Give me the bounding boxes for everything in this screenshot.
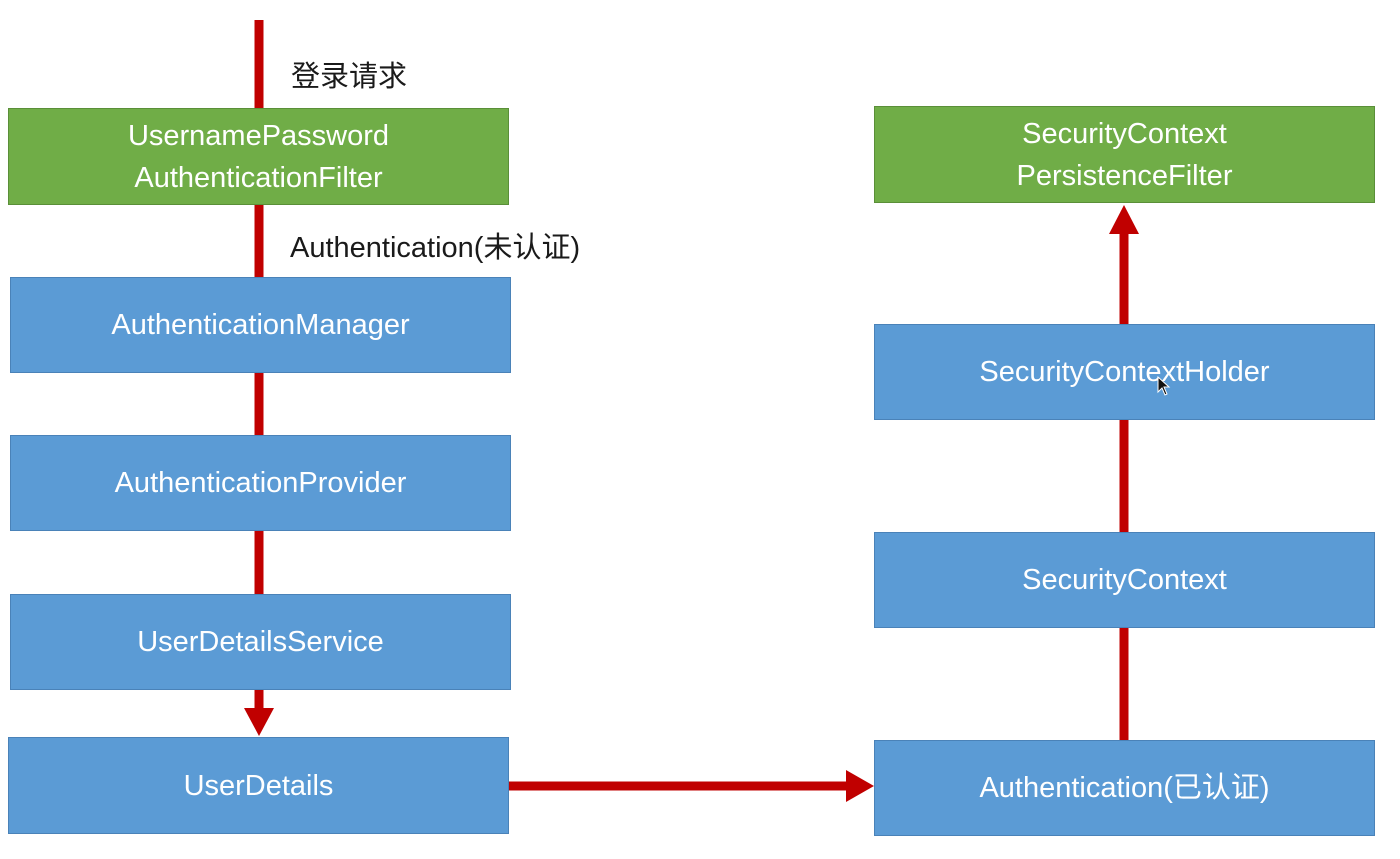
login-request-label: 登录请求 <box>291 61 408 93</box>
user-details-service-box: UserDetailsService <box>10 594 511 690</box>
security-context-persistence-filter-box: SecurityContext PersistenceFilter <box>874 106 1375 203</box>
user-details-box: UserDetails <box>8 737 509 834</box>
security-context-holder-box: SecurityContextHolder <box>874 324 1375 420</box>
arrowhead-to-persistence-filter <box>1109 205 1139 234</box>
authentication-verified-label: Authentication(已认证) <box>979 772 1270 804</box>
username-password-authentication-filter-box: UsernamePassword AuthenticationFilter <box>8 108 509 205</box>
authentication-provider-box: AuthenticationProvider <box>10 435 511 531</box>
security-context-label: SecurityContext <box>1022 564 1227 596</box>
authentication-unverified-label: Authentication(未认证) <box>290 232 581 264</box>
arrowhead-to-authentication <box>846 770 874 802</box>
authentication-provider-label: AuthenticationProvider <box>114 467 407 499</box>
mouse-pointer-icon <box>1157 376 1171 396</box>
persistence-filter-line-2: PersistenceFilter <box>1016 159 1233 192</box>
user-details-service-label: UserDetailsService <box>137 626 384 658</box>
user-details-label: UserDetails <box>183 769 334 802</box>
filter-line-2: AuthenticationFilter <box>134 161 383 194</box>
security-context-holder-label: SecurityContextHolder <box>979 356 1270 388</box>
authentication-verified-box: Authentication(已认证) <box>874 740 1375 836</box>
security-context-box: SecurityContext <box>874 532 1375 628</box>
authentication-manager-label: AuthenticationManager <box>111 309 410 341</box>
persistence-filter-line-1: SecurityContext <box>1022 117 1227 150</box>
arrowhead-to-userdetails <box>244 708 274 736</box>
authentication-manager-box: AuthenticationManager <box>10 277 511 373</box>
filter-line-1: UsernamePassword <box>127 119 390 152</box>
